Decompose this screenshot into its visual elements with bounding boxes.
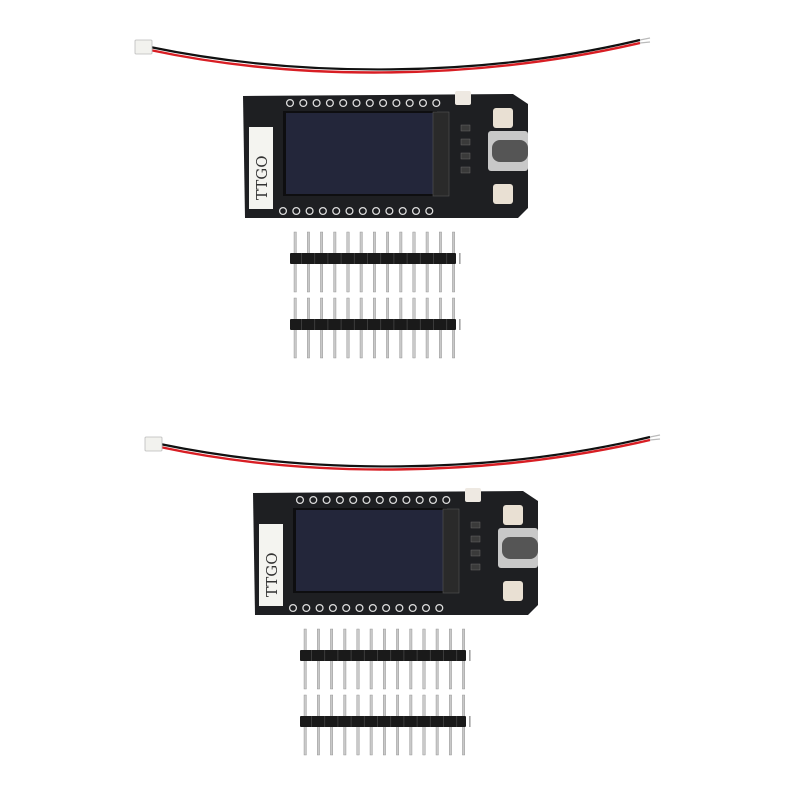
header-plastic-strip <box>300 716 466 727</box>
smd-component <box>470 521 481 529</box>
pin-hole <box>295 495 305 505</box>
board-label: TTGO <box>253 155 271 200</box>
black-wire <box>149 38 641 71</box>
pin-hole <box>309 495 318 505</box>
wire-tip <box>639 41 651 44</box>
slide-switch <box>465 488 481 502</box>
pin-hole <box>402 495 411 505</box>
pin-hole <box>358 206 367 216</box>
pin-hole <box>355 603 364 613</box>
smd-component <box>460 152 471 160</box>
battery-cable <box>144 434 661 471</box>
pin-hole <box>395 603 404 613</box>
wire-tip <box>639 37 651 41</box>
wire-tip <box>649 434 661 438</box>
pin-header-2 <box>300 694 471 756</box>
pin-hole <box>382 603 391 613</box>
pin-hole <box>288 603 298 613</box>
pin-hole <box>418 98 428 108</box>
red-wire <box>149 41 641 74</box>
tft-screen <box>286 113 433 194</box>
pin-hole <box>285 98 295 108</box>
pin-hole <box>339 98 348 108</box>
pin-header-1 <box>290 231 461 293</box>
pin-hole <box>278 206 288 216</box>
pin-hole <box>389 495 398 505</box>
header-plastic-strip <box>300 650 466 661</box>
pin-hole <box>312 98 321 108</box>
pin-hole <box>342 603 351 613</box>
usb-c-opening <box>502 537 538 559</box>
button-top <box>503 505 523 525</box>
pin-hole <box>299 98 308 108</box>
flex-connector <box>432 111 450 197</box>
pin-hole <box>385 206 394 216</box>
pin-hole <box>428 495 438 505</box>
pin-hole <box>375 495 384 505</box>
pin-hole <box>421 603 431 613</box>
pin-hole <box>335 495 344 505</box>
pin-hole <box>379 98 388 108</box>
label-sticker <box>249 127 273 209</box>
jst-connector <box>134 39 153 55</box>
pin-hole <box>345 206 354 216</box>
button-bottom <box>503 581 523 601</box>
pin-hole <box>292 206 301 216</box>
flex-connector <box>442 508 460 594</box>
button-top <box>493 108 513 128</box>
pin-hole <box>405 98 414 108</box>
red-wire <box>159 438 651 471</box>
pin-hole <box>322 495 331 505</box>
pin-hole <box>365 98 374 108</box>
smd-component <box>460 124 471 132</box>
pin-hole <box>368 603 377 613</box>
header-plastic-strip <box>290 319 456 330</box>
smd-component <box>470 535 481 543</box>
pin-hole <box>411 206 421 216</box>
button-bottom <box>493 184 513 204</box>
smd-component <box>460 138 471 146</box>
smd-component <box>460 166 471 174</box>
wire-tip <box>649 438 661 441</box>
usb-c-opening <box>492 140 528 162</box>
black-wire <box>159 435 651 468</box>
ttgo-board: TTGO <box>243 91 528 218</box>
battery-cable <box>134 37 651 74</box>
ttgo-board: TTGO <box>253 488 538 615</box>
pin-hole <box>302 603 311 613</box>
pin-hole <box>425 206 434 216</box>
pin-hole <box>318 206 327 216</box>
pin-hole <box>315 603 324 613</box>
pin-hole <box>362 495 371 505</box>
slide-switch <box>455 91 471 105</box>
smd-component <box>470 563 481 571</box>
label-sticker <box>259 524 283 606</box>
pin-hole <box>392 98 401 108</box>
pin-hole <box>305 206 314 216</box>
product-2: TTGO <box>144 434 661 756</box>
smd-component <box>470 549 481 557</box>
pin-hole <box>372 206 381 216</box>
pin-hole <box>349 495 358 505</box>
pin-hole <box>325 98 334 108</box>
pin-header-2 <box>290 297 461 359</box>
pin-hole <box>352 98 361 108</box>
tft-screen <box>296 510 443 591</box>
product-1: TTGO <box>134 37 651 359</box>
pin-hole <box>415 495 424 505</box>
jst-connector <box>144 436 163 452</box>
pin-hole <box>432 98 441 108</box>
board-label: TTGO <box>263 552 281 597</box>
pin-header-1 <box>300 628 471 690</box>
pin-hole <box>435 603 444 613</box>
pin-hole <box>442 495 451 505</box>
pin-hole <box>328 603 337 613</box>
pin-hole <box>408 603 417 613</box>
pin-hole <box>332 206 341 216</box>
pin-hole <box>398 206 407 216</box>
header-plastic-strip <box>290 253 456 264</box>
